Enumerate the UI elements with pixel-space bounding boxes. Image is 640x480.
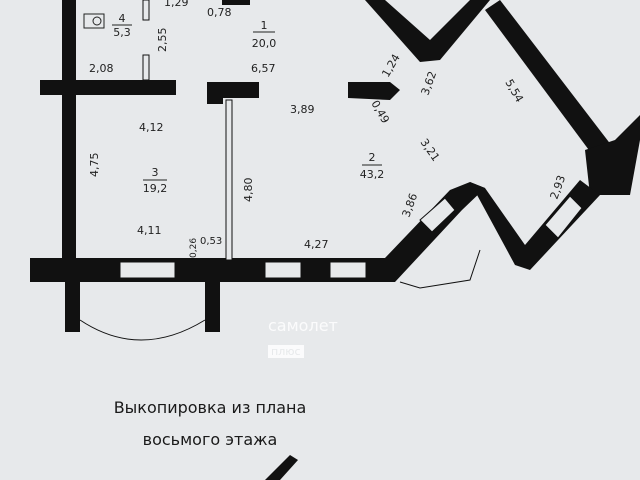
svg-text:43,2: 43,2 xyxy=(360,168,385,181)
walls xyxy=(30,0,640,332)
room-1-label: 1 20,0 xyxy=(252,19,277,50)
room-2-label: 2 43,2 xyxy=(360,151,385,181)
svg-text:19,2: 19,2 xyxy=(143,182,168,195)
dim-4-11: 4,11 xyxy=(137,224,162,237)
svg-text:3: 3 xyxy=(152,166,159,179)
dim-1-29: 1,29 xyxy=(164,0,189,9)
dim-1-24: 1,24 xyxy=(379,52,403,80)
dim-4-75: 4,75 xyxy=(88,153,101,178)
dim-4-80: 4,80 xyxy=(242,178,255,203)
dim-0-49: 0,49 xyxy=(368,98,392,126)
room-4-label: 4 5,3 xyxy=(112,12,132,39)
dim-2-08: 2,08 xyxy=(89,62,114,75)
svg-text:2: 2 xyxy=(369,151,376,164)
watermark-logo: самолет xyxy=(268,316,338,335)
svg-text:1: 1 xyxy=(261,19,268,32)
svg-text:20,0: 20,0 xyxy=(252,37,277,50)
caption-line-1: Выкопировка из плана xyxy=(113,398,307,417)
svg-text:5,3: 5,3 xyxy=(113,26,131,39)
dim-2-55: 2,55 xyxy=(156,28,169,53)
room-3-label: 3 19,2 xyxy=(143,166,168,195)
thin-partitions xyxy=(79,0,481,341)
dim-3-89: 3,89 xyxy=(290,103,315,116)
dim-4-12: 4,12 xyxy=(139,121,164,134)
dim-0-26: 0,26 xyxy=(189,238,199,258)
dim-6-57: 6,57 xyxy=(251,62,276,75)
dim-0-53: 0,53 xyxy=(200,236,222,247)
dim-2-93: 2,93 xyxy=(548,174,569,201)
dim-3-21: 3,21 xyxy=(418,136,443,164)
dim-0-78: 0,78 xyxy=(207,6,232,19)
svg-text:4: 4 xyxy=(119,12,126,25)
watermark-sub: плюс xyxy=(268,345,304,358)
dim-3-86: 3,86 xyxy=(400,192,421,219)
north-arrow xyxy=(265,455,298,480)
sink-icon xyxy=(83,13,105,29)
toilet-icon xyxy=(92,16,102,26)
dim-3-62: 3,62 xyxy=(419,70,440,97)
dim-4-27: 4,27 xyxy=(304,238,329,251)
dim-5-54: 5,54 xyxy=(502,77,526,105)
caption-line-2: восьмого этажа xyxy=(142,430,278,449)
windows xyxy=(119,195,583,279)
